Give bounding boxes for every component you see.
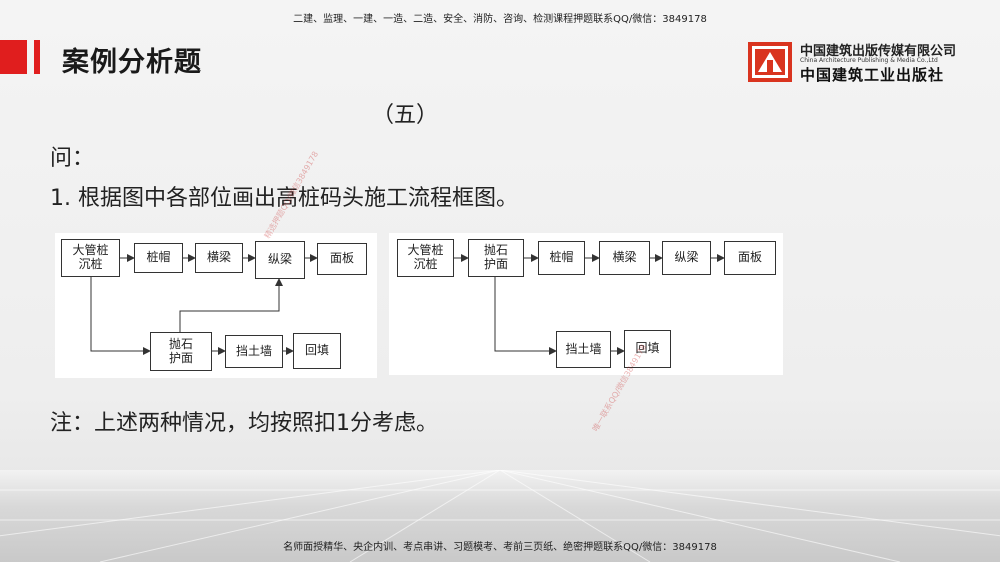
flow1-box-longitudinal-beam: 纵梁 (255, 241, 305, 279)
flow2-box-pile-driving: 大管桩 沉桩 (397, 239, 454, 277)
flow2-box-retaining-wall: 挡土墙 (556, 331, 611, 368)
question-label: 问： (50, 146, 95, 171)
section-title: 案例分析题 (62, 47, 202, 78)
flow1-box-backfill: 回填 (293, 333, 341, 369)
top-banner-text: 二建、监理、一建、一造、二造、安全、消防、咨询、检测课程押题联系QQ/微信：38… (293, 14, 707, 25)
title-accent-bar (0, 40, 27, 74)
flow1-box-pile-cap: 桩帽 (134, 243, 183, 273)
flow1-box-pile-driving: 大管桩 沉桩 (61, 239, 120, 277)
title-accent-bar-thin (34, 40, 40, 74)
flow1-box-retaining-wall: 挡土墙 (225, 335, 283, 368)
flow1-box-cross-beam: 横梁 (195, 243, 243, 273)
flow2-box-cross-beam: 横梁 (599, 241, 650, 275)
question-1-text: 1. 根据图中各部位画出高桩码头施工流程框图。 (50, 186, 518, 211)
flow1-box-riprap: 抛石 护面 (150, 332, 212, 371)
flow2-box-backfill: 回填 (624, 330, 671, 368)
flow2-box-pile-cap: 桩帽 (538, 241, 585, 275)
flow2-box-riprap: 抛石 护面 (468, 239, 524, 277)
publisher-name-cn-stylized: 中国建筑工业出版社 (800, 66, 945, 84)
publisher-name-en: China Architecture Publishing & Media Co… (800, 57, 938, 64)
flow1-box-deck-panel: 面板 (317, 243, 367, 275)
flowchart-1-arrows (90, 254, 318, 355)
bottom-banner-text: 名师面授精华、央企内训、考点串讲、习题模考、考前三页纸、绝密押题联系QQ/微信：… (283, 542, 717, 553)
question-subtitle: （五） (372, 103, 439, 128)
flowchart-2-arrows (454, 254, 725, 355)
publisher-name-cn: 中国建筑出版传媒有限公司 (800, 44, 957, 59)
flow2-box-longitudinal-beam: 纵梁 (662, 241, 711, 275)
publisher-logo-icon (748, 42, 792, 82)
note-text: 注：上述两种情况，均按照扣1分考虑。 (50, 411, 438, 436)
floor-perspective-lines (0, 470, 1000, 562)
flowchart-panel-1: 大管桩 沉桩 桩帽 横梁 纵梁 面板 抛石 护面 挡土墙 回填 (55, 233, 377, 378)
flow2-box-deck-panel: 面板 (724, 241, 776, 275)
flowchart-panel-2: 大管桩 沉桩 抛石 护面 桩帽 横梁 纵梁 面板 挡土墙 回填 (389, 233, 783, 375)
